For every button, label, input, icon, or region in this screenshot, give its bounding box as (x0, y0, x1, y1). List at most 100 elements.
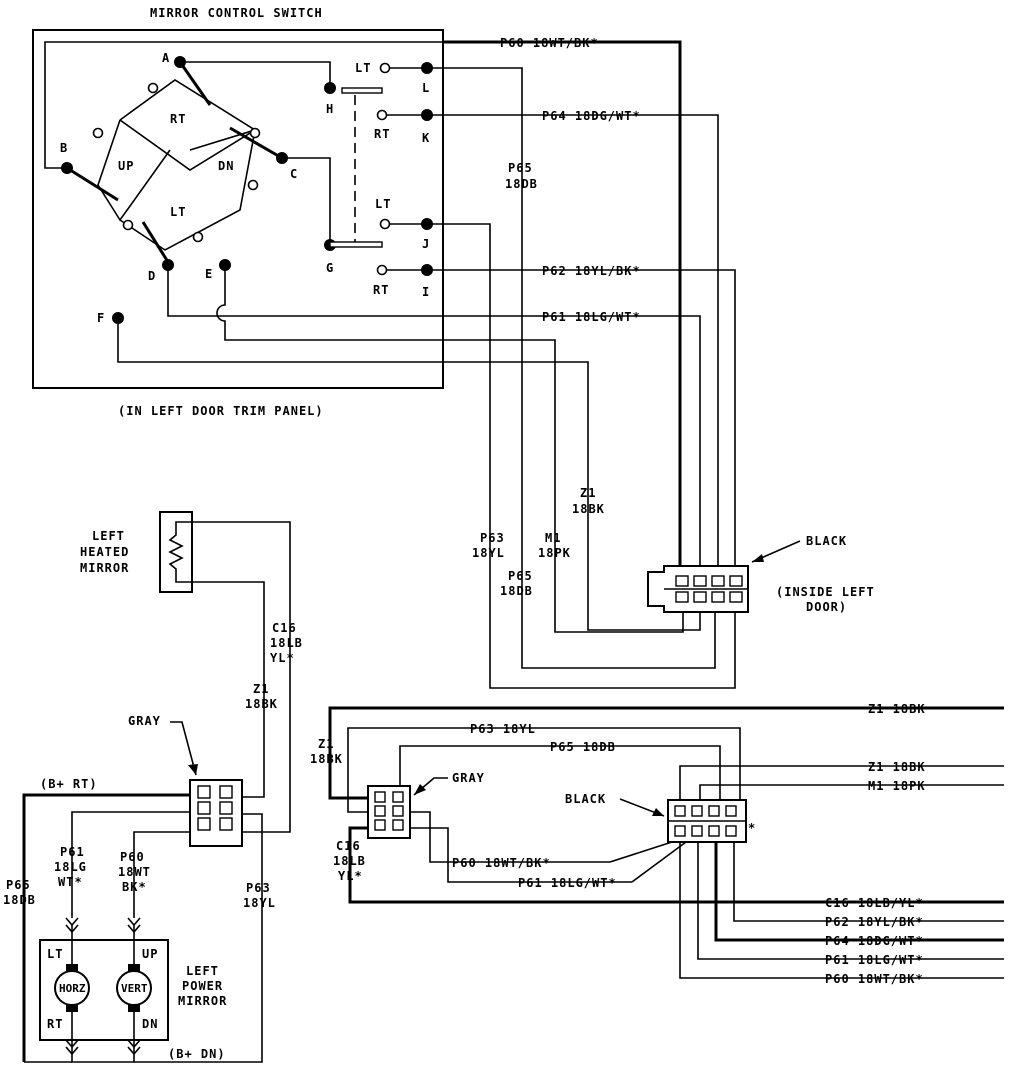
label-p60m-c: BK* (122, 880, 147, 894)
lever-b (66, 166, 119, 202)
terminal-a-label: A (162, 51, 170, 65)
switch-title: MIRROR CONTROL SWITCH (150, 6, 323, 20)
wire-c16-heated (175, 521, 291, 833)
power-mirror-l3: MIRROR (178, 994, 227, 1008)
top-harness: P60 18WT/BK* P64 18DG/WT* P65 18DB P62 1… (117, 36, 736, 689)
leader-arrow (752, 554, 764, 562)
label-gray-mirror: GRAY (128, 714, 161, 728)
pin (219, 817, 233, 831)
label-bp-dn: (B+ DN) (168, 1047, 226, 1061)
out-ring-lt1 (379, 62, 391, 74)
gray-mirror-connector: GRAY (128, 714, 243, 847)
label-p62-top: P62 18YL/BK* (542, 264, 641, 278)
wire-p62-center (733, 842, 1004, 922)
label-z1m-b: 18BK (245, 697, 278, 711)
pin (725, 805, 737, 817)
h-bar (341, 87, 383, 94)
pin (691, 805, 703, 817)
mirror-control-switch: MIRROR CONTROL SWITCH (IN LEFT DOOR TRIM… (32, 6, 444, 418)
wire-a-h (180, 61, 331, 88)
label-right-p61: P61 18LG/WT* (518, 876, 617, 890)
wire-z1-top (117, 318, 701, 631)
wire-c-g (282, 157, 331, 245)
leader-arrow (414, 784, 426, 795)
label-right-m1: M1 18PK (868, 779, 926, 793)
terminal-h-label: H (326, 102, 334, 116)
heated-mirror-l2: HEATED (80, 545, 129, 559)
wire-p60-top (443, 40, 682, 572)
wire-p64-center (714, 842, 1004, 942)
wire-p65-top (427, 67, 716, 669)
label-p63m-b: 18YL (243, 896, 276, 910)
out-ring-rt2 (376, 264, 388, 276)
label-p65-b: 18DB (505, 177, 538, 191)
wire-p63-top (427, 223, 736, 689)
wire-z1-heated (175, 576, 265, 798)
label-p61m-c: WT* (58, 875, 83, 889)
switch-pos-lt: LT (170, 205, 186, 219)
g-bar (329, 241, 383, 248)
power-mirror-body (39, 939, 169, 1041)
label-m1-a: M1 (545, 531, 561, 545)
heated-mirror-l3: MIRROR (80, 561, 129, 575)
label-z1m-a: Z1 (253, 682, 269, 696)
motor-brush (66, 964, 78, 972)
label-z1c-b: 18BK (310, 752, 343, 766)
pin (392, 805, 404, 817)
out-lt1: LT (355, 61, 371, 75)
center-black-mark: * (748, 821, 756, 835)
contact-ring (147, 82, 159, 94)
wire-p65-center (399, 745, 721, 800)
pin (691, 825, 703, 837)
terminal-i-label: I (422, 285, 430, 299)
wire-p61-center (410, 827, 632, 883)
label-z1-b: 18BK (572, 502, 605, 516)
label-door-note-b: DOOR) (806, 600, 847, 614)
wire-m1 (699, 784, 1004, 800)
p61-center-leader (631, 841, 687, 883)
horz-motor-label: HORZ (59, 982, 86, 995)
motor-brush (66, 1004, 78, 1012)
power-mirror-rt: RT (47, 1017, 63, 1031)
contact-ring (122, 219, 134, 231)
center-gray-body (367, 785, 411, 839)
label-p65-a: P65 (508, 161, 533, 175)
pin (729, 591, 743, 603)
label-p61-top: P61 18LG/WT* (542, 310, 641, 324)
pin (392, 819, 404, 831)
contact-ring (192, 231, 204, 243)
label-gray-center: GRAY (452, 771, 485, 785)
wire-z1-top-right (328, 706, 1004, 800)
wire-p60b-center (679, 842, 1004, 979)
label-right-p63: P63 18YL (470, 722, 536, 736)
label-p61m-b: 18LG (54, 860, 87, 874)
pin (693, 591, 707, 603)
pin (708, 825, 720, 837)
pin (711, 591, 725, 603)
contact-ring (249, 127, 261, 139)
out-rt1: RT (374, 127, 390, 141)
power-mirror-l2: POWER (182, 979, 223, 993)
label-right-p64: P64 18DG/WT* (825, 934, 924, 948)
pin (219, 785, 233, 799)
label-right-p61b: P61 18LG/WT* (825, 953, 924, 967)
label-black-center: BLACK (565, 792, 606, 806)
switch-rt-cell (119, 79, 257, 171)
leader-arrow (652, 808, 664, 816)
heated-mirror-body (159, 511, 193, 593)
label-p63-a: P63 (480, 531, 505, 545)
label-p60-top: P60 18WT/BK* (500, 36, 599, 50)
power-mirror-l1: LEFT (186, 964, 219, 978)
lever-d (141, 221, 170, 263)
terminal-b-label: B (60, 141, 68, 155)
label-right-p62: P62 18YL/BK* (825, 915, 924, 929)
pin (711, 575, 725, 587)
power-mirror-dn: DN (142, 1017, 158, 1031)
switch-dn-cell (119, 128, 257, 251)
pin (675, 591, 689, 603)
pin (197, 817, 211, 831)
label-z1-a: Z1 (580, 486, 596, 500)
vert-motor-label: VERT (121, 982, 148, 995)
power-mirror-up: UP (142, 947, 158, 961)
label-bp-rt: (B+ RT) (40, 777, 98, 791)
